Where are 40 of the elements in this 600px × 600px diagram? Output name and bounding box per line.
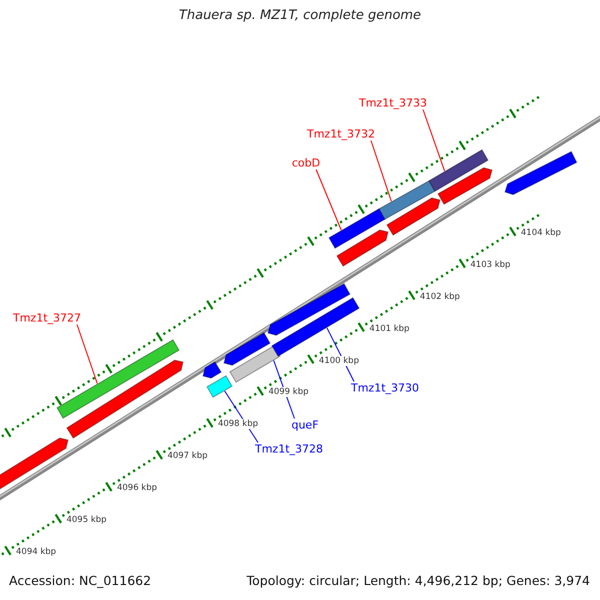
scale-label: 4100 kbp <box>318 356 359 366</box>
gene-bar <box>271 297 360 357</box>
gene-bar <box>386 197 441 236</box>
gene-label: Tmz1t_3733 <box>359 96 427 110</box>
gene-bar <box>437 167 493 205</box>
genome-info-text: Topology: circular; Length: 4,496,212 bp; Genes: 3,974 <box>246 573 590 588</box>
gene-label: queF <box>291 418 319 432</box>
gene-bar <box>223 332 271 366</box>
gene-label: cobD <box>292 156 320 170</box>
title: Thauera sp. MZ1T, complete genome <box>178 8 422 23</box>
scale-label: 4094 kbp <box>16 547 56 557</box>
gene-label: Tmz1t_3728 <box>255 442 323 456</box>
gene-bar <box>202 361 222 379</box>
gene-bar <box>336 229 389 267</box>
scale-label: 4101 kbp <box>369 324 410 334</box>
leader-line <box>76 324 98 384</box>
scale-label: 4098 kbp <box>218 419 258 430</box>
gene-bar <box>428 149 489 192</box>
gene-label: Tmz1t_3730 <box>351 382 419 394</box>
gene-bar <box>328 208 386 249</box>
gene-bar <box>267 283 351 336</box>
scale-label: 4104 kbp <box>520 228 561 238</box>
gene-bar <box>504 150 578 196</box>
gene-label: Tmz1t_3732 <box>307 128 375 140</box>
gene-label: Tmz1t_3727 <box>13 312 81 324</box>
scale-label: 4103 kbp <box>470 260 510 270</box>
leader-line <box>316 169 342 231</box>
gene-bar <box>229 345 281 383</box>
scale-label: 4097 kbp <box>167 451 208 462</box>
gene-bar <box>66 360 184 439</box>
scale-label: 4095 kbp <box>66 515 107 526</box>
accession-text: Accession: NC_011662 <box>9 573 152 588</box>
gene-bar <box>378 180 436 220</box>
scale-label: 4099 kbp <box>268 387 308 398</box>
gene-bar <box>206 375 233 398</box>
scale-label: 4102 kbp <box>420 292 460 302</box>
leader-line <box>370 140 392 202</box>
gene-bar <box>0 437 69 491</box>
gene-bar <box>56 339 180 419</box>
scale-label: 4096 kbp <box>116 483 158 494</box>
